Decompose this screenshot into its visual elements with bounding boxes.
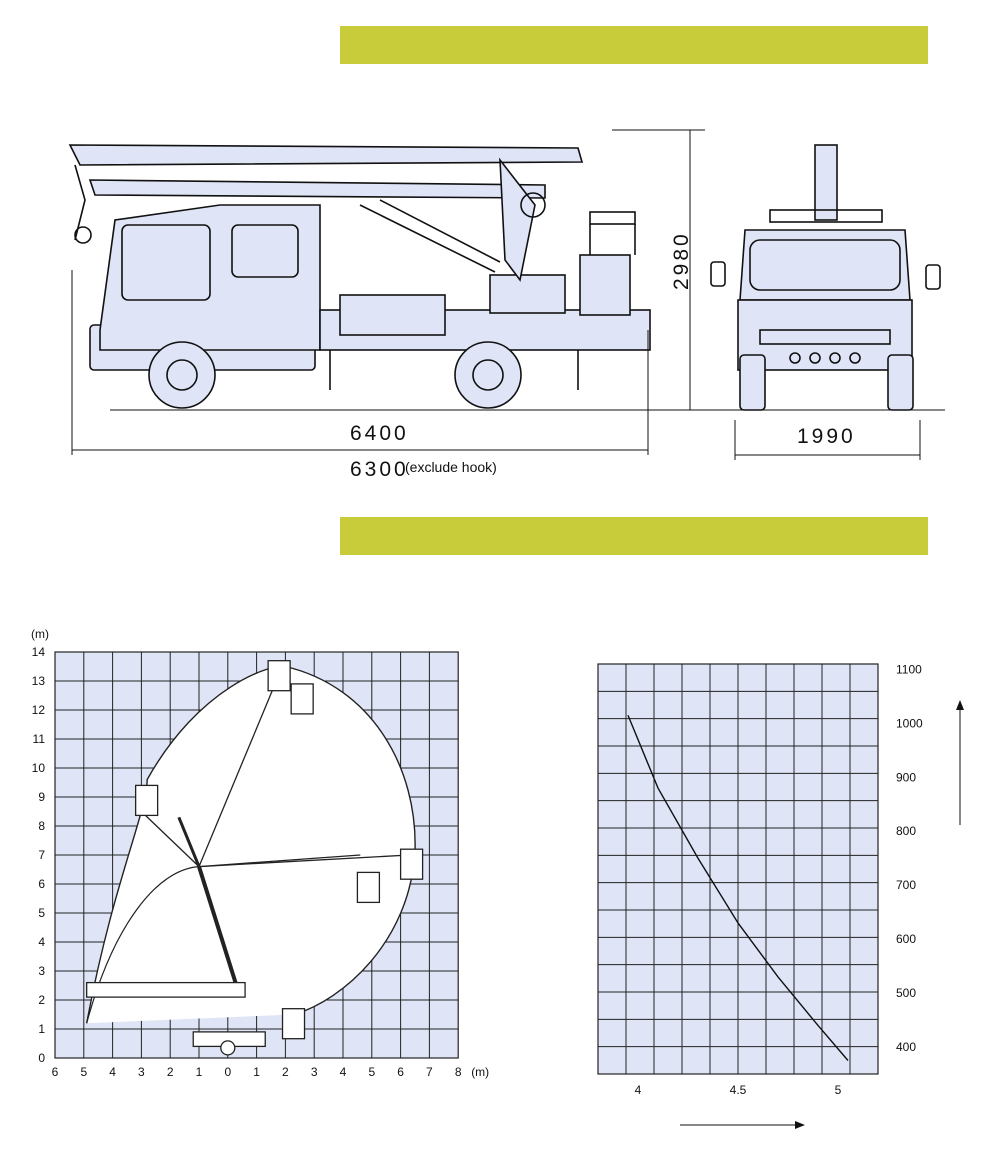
vehicle-wheel (220, 1040, 236, 1056)
stowed-boom (86, 981, 246, 998)
boom-base (197, 865, 239, 987)
range-y-tick: 10 (32, 761, 46, 775)
platform-box (281, 1008, 306, 1040)
range-y-tick: 2 (38, 993, 45, 1007)
y-arrow-head (956, 700, 964, 710)
load-y-tick: 900 (896, 770, 916, 784)
exclude-hook-note: (exclude hook) (405, 459, 497, 475)
range-y-tick: 0 (38, 1051, 45, 1065)
range-x-tick: 0 (224, 1065, 231, 1079)
load-x-tick: 5 (835, 1083, 842, 1097)
range-x-tick: 1 (253, 1065, 260, 1079)
range-y-tick: 13 (32, 674, 46, 688)
range-y-tick: 1 (38, 1022, 45, 1036)
section-header-bar-top (340, 26, 928, 64)
range-x-tick: 2 (167, 1065, 174, 1079)
load-y-tick: 1000 (896, 716, 923, 730)
x-arrow-head (795, 1121, 805, 1129)
range-x-tick: 6 (397, 1065, 404, 1079)
load-y-tick: 1100 (896, 662, 922, 676)
section-header-bar-middle (340, 517, 928, 555)
platform-box (134, 784, 159, 817)
range-x-tick: 6 (52, 1065, 59, 1079)
range-y-tick: 12 (32, 703, 46, 717)
load-curve (627, 714, 849, 1061)
load-y-tick: 700 (896, 878, 916, 892)
range-y-tick: 11 (33, 732, 46, 746)
platform-box (267, 660, 291, 692)
range-x-tick: 5 (80, 1065, 87, 1079)
range-x-tick: 2 (282, 1065, 289, 1079)
boom-line (198, 854, 410, 868)
load-y-tick: 800 (896, 824, 916, 838)
range-x-unit: (m) (471, 1065, 489, 1079)
range-y-tick: 9 (38, 790, 45, 804)
range-x-tick: 3 (311, 1065, 318, 1079)
range-x-tick: 5 (368, 1065, 375, 1079)
range-y-tick: 4 (38, 935, 45, 949)
load-x-tick: 4.5 (730, 1083, 747, 1097)
platform-box (399, 848, 424, 880)
load-y-tick: 400 (896, 1040, 916, 1054)
platform-box (290, 683, 314, 715)
range-x-tick: 7 (426, 1065, 433, 1079)
dimension-length-total: 6400 (350, 422, 409, 445)
range-y-tick: 7 (38, 848, 45, 862)
load-x-tick: 4 (635, 1083, 642, 1097)
dimension-width: 1990 (797, 425, 856, 448)
truck-drawing (68, 129, 945, 460)
range-y-tick: 14 (32, 645, 46, 659)
boom-line (140, 811, 200, 868)
range-x-tick: 4 (340, 1065, 347, 1079)
range-x-tick: 1 (196, 1065, 203, 1079)
range-y-tick: 6 (38, 877, 45, 891)
dimension-length-exclude-hook: 6300 (350, 458, 409, 481)
range-x-tick: 3 (138, 1065, 145, 1079)
range-y-tick: 3 (38, 964, 45, 978)
platform-box (356, 871, 381, 904)
load-y-tick: 600 (896, 932, 916, 946)
range-x-tick: 8 (455, 1065, 462, 1079)
load-y-tick: 500 (896, 986, 916, 1000)
boom-knuckle (177, 816, 201, 868)
range-x-tick: 4 (109, 1065, 116, 1079)
range-y-tick: 8 (38, 819, 45, 833)
range-y-tick: 5 (38, 906, 45, 920)
boom-line (198, 686, 275, 867)
range-y-unit: (m) (31, 627, 49, 641)
